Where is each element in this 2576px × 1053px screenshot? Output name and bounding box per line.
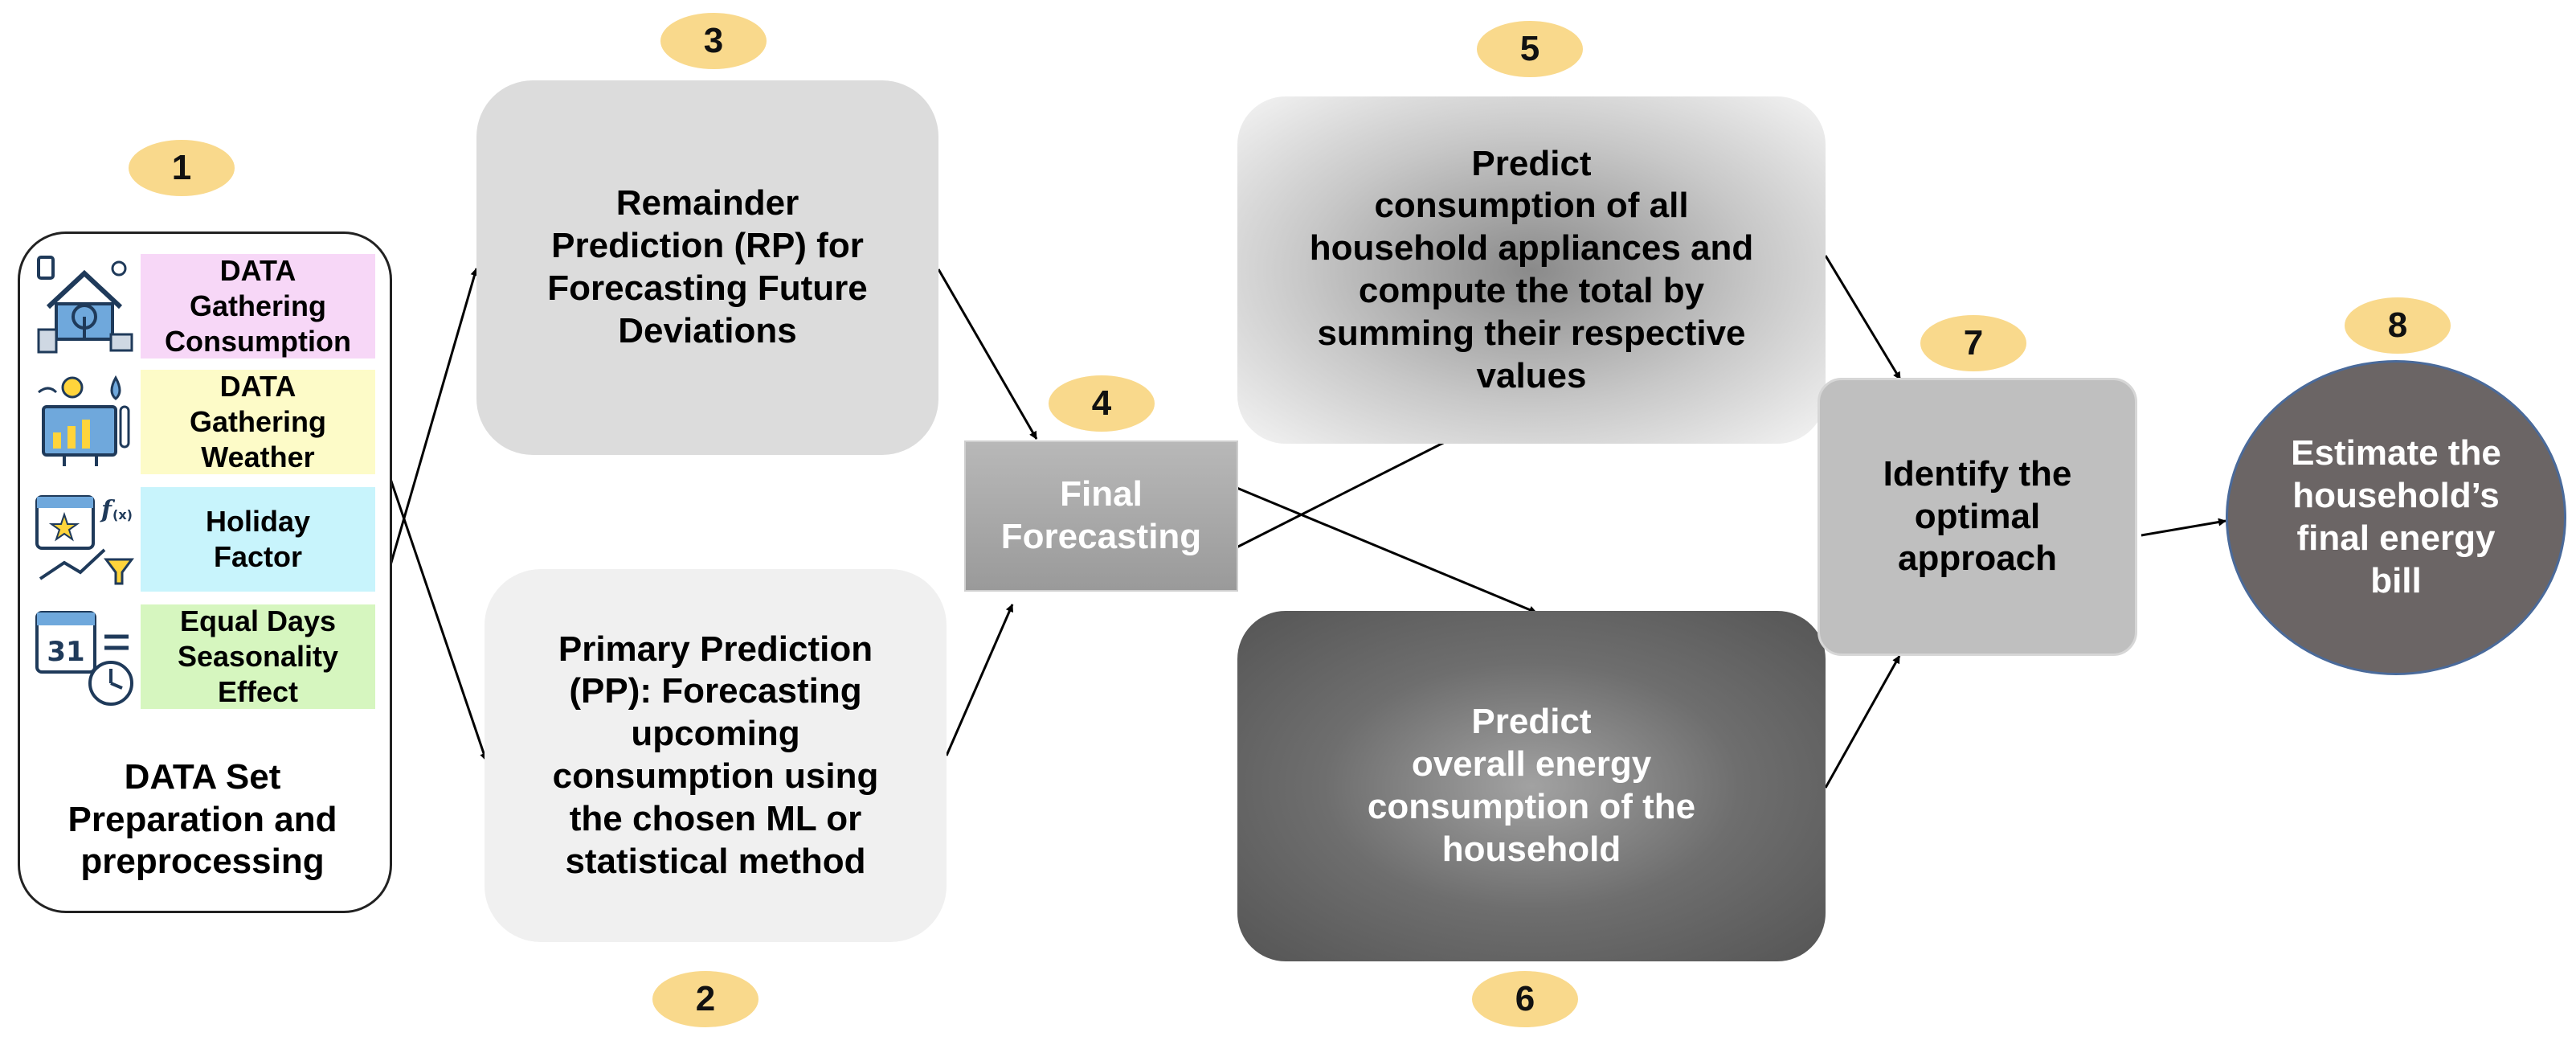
calendar-clock-icon: 31 [35,611,133,706]
arrow-4-to-6 [1234,486,1537,614]
arrow-1-to-3 [387,268,479,572]
arrow-2-to-4 [945,604,1014,756]
overall-consumption-box: Predict overall energy consumption of th… [1237,611,1826,961]
step-number-badge: 2 [652,971,758,1027]
smart-home-icon [37,256,133,354]
step-number-badge: 3 [660,13,767,69]
primary-prediction-box: Primary Prediction (PP): Forecasting upc… [485,569,947,942]
step-number-badge: 7 [1920,315,2026,371]
arrow-5-to-7 [1824,255,1902,380]
step-number-badge: 5 [1477,21,1583,77]
remainder-prediction-box: Remainder Prediction (RP) for Forecastin… [476,80,938,455]
appliance-consumption-box: Predict consumption of all household app… [1237,96,1826,444]
calendar-function-icon: f (x) [35,495,134,585]
data-gathering-consumption-label: DATA Gathering Consumption [141,254,375,359]
arrow-7-to-8 [2141,518,2226,537]
weather-monitor-icon [38,375,130,466]
step-number-badge: 6 [1472,971,1578,1027]
arrow-3-to-4 [937,268,1038,440]
step-number-badge: 8 [2345,297,2451,354]
arrow-6-to-7 [1824,655,1901,789]
estimate-energy-bill-circle: Estimate the household’s final energy bi… [2226,360,2566,675]
arrow-1-to-2 [387,473,488,761]
dataset-preparation-title: DATA Set Preparation and preprocessing [67,756,337,882]
svg-text:31: 31 [47,636,84,668]
holiday-factor-label: Holiday Factor [141,487,375,592]
equal-days-seasonality-label: Equal Days Seasonality Effect [141,604,375,709]
final-forecasting-box: Final Forecasting [964,440,1238,592]
step-number-badge: 1 [129,140,235,196]
identify-optimal-approach-box: Identify the optimal approach [1818,378,2137,656]
svg-text:(x): (x) [112,507,133,522]
step-number-badge: 4 [1049,375,1155,432]
data-gathering-weather-label: DATA Gathering Weather [141,370,375,474]
